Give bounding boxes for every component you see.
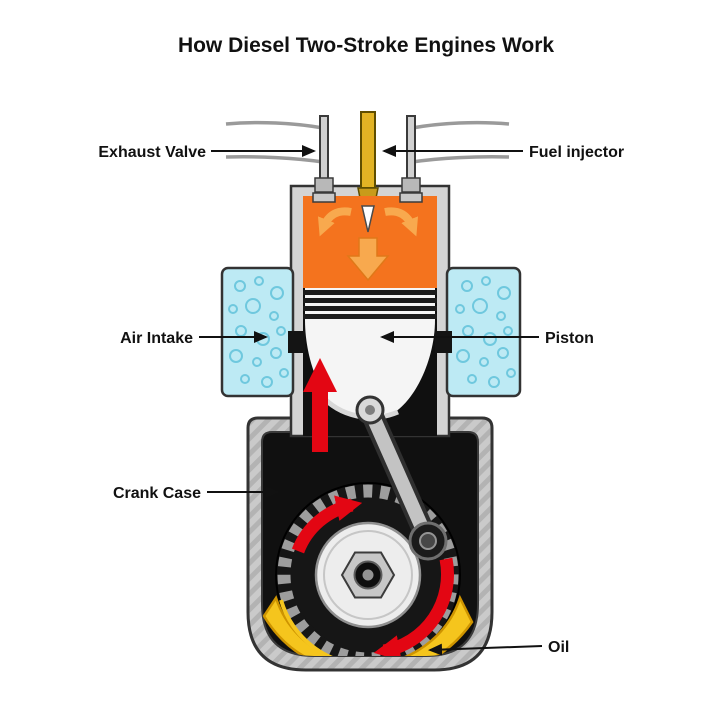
oil-film-arc bbox=[279, 599, 373, 656]
piston-rings bbox=[303, 290, 437, 319]
air-bubbles-right bbox=[455, 276, 516, 388]
air-intake-right bbox=[445, 266, 522, 398]
swirl-arrow-left bbox=[317, 207, 352, 237]
counterweight-ring bbox=[323, 530, 413, 620]
intake-port-right bbox=[435, 331, 452, 353]
exhaust-valve-stem-left bbox=[319, 115, 329, 187]
piston-label: Piston bbox=[545, 330, 594, 347]
combustion-swirl-arrows bbox=[317, 207, 419, 282]
injector-nozzle bbox=[361, 205, 375, 233]
rotation-arrow-lower bbox=[373, 557, 455, 656]
callouts: Exhaust Valve Fuel injector Air Intake P… bbox=[98, 144, 624, 656]
swirl-arrow-right bbox=[384, 207, 419, 237]
intake-port-left bbox=[288, 331, 305, 353]
piston-body bbox=[305, 288, 435, 419]
crankshaft-center-dot bbox=[362, 569, 374, 581]
air-intake-left bbox=[220, 266, 295, 398]
compression-down-arrow bbox=[346, 237, 390, 282]
fuel-injector-label: Fuel injector bbox=[529, 144, 624, 161]
valve-guide-right bbox=[401, 177, 421, 193]
oil-pointer bbox=[428, 643, 543, 656]
page-title: How Diesel Two-Stroke Engines Work bbox=[178, 34, 554, 57]
exhaust-pipes bbox=[225, 120, 510, 164]
exhaust-valve-assembly bbox=[314, 115, 421, 193]
valve-head-left bbox=[312, 192, 336, 203]
air-intake-label: Air Intake bbox=[120, 330, 193, 347]
oil-label: Oil bbox=[548, 639, 569, 656]
crank-pin bbox=[408, 521, 448, 561]
injector-body bbox=[360, 111, 376, 189]
air-bubbles-left bbox=[228, 276, 289, 388]
connecting-rod bbox=[359, 399, 439, 552]
wrist-pin bbox=[355, 395, 385, 425]
rotation-arrow-upper bbox=[291, 495, 363, 554]
exhaust-valve-label: Exhaust Valve bbox=[98, 144, 206, 161]
crank-case-label: Crank Case bbox=[113, 485, 201, 502]
valve-head-right bbox=[399, 192, 423, 203]
piston-motion-arrow bbox=[303, 358, 337, 452]
fuel-injector-assembly bbox=[357, 111, 379, 209]
valve-guide-left bbox=[314, 177, 334, 193]
